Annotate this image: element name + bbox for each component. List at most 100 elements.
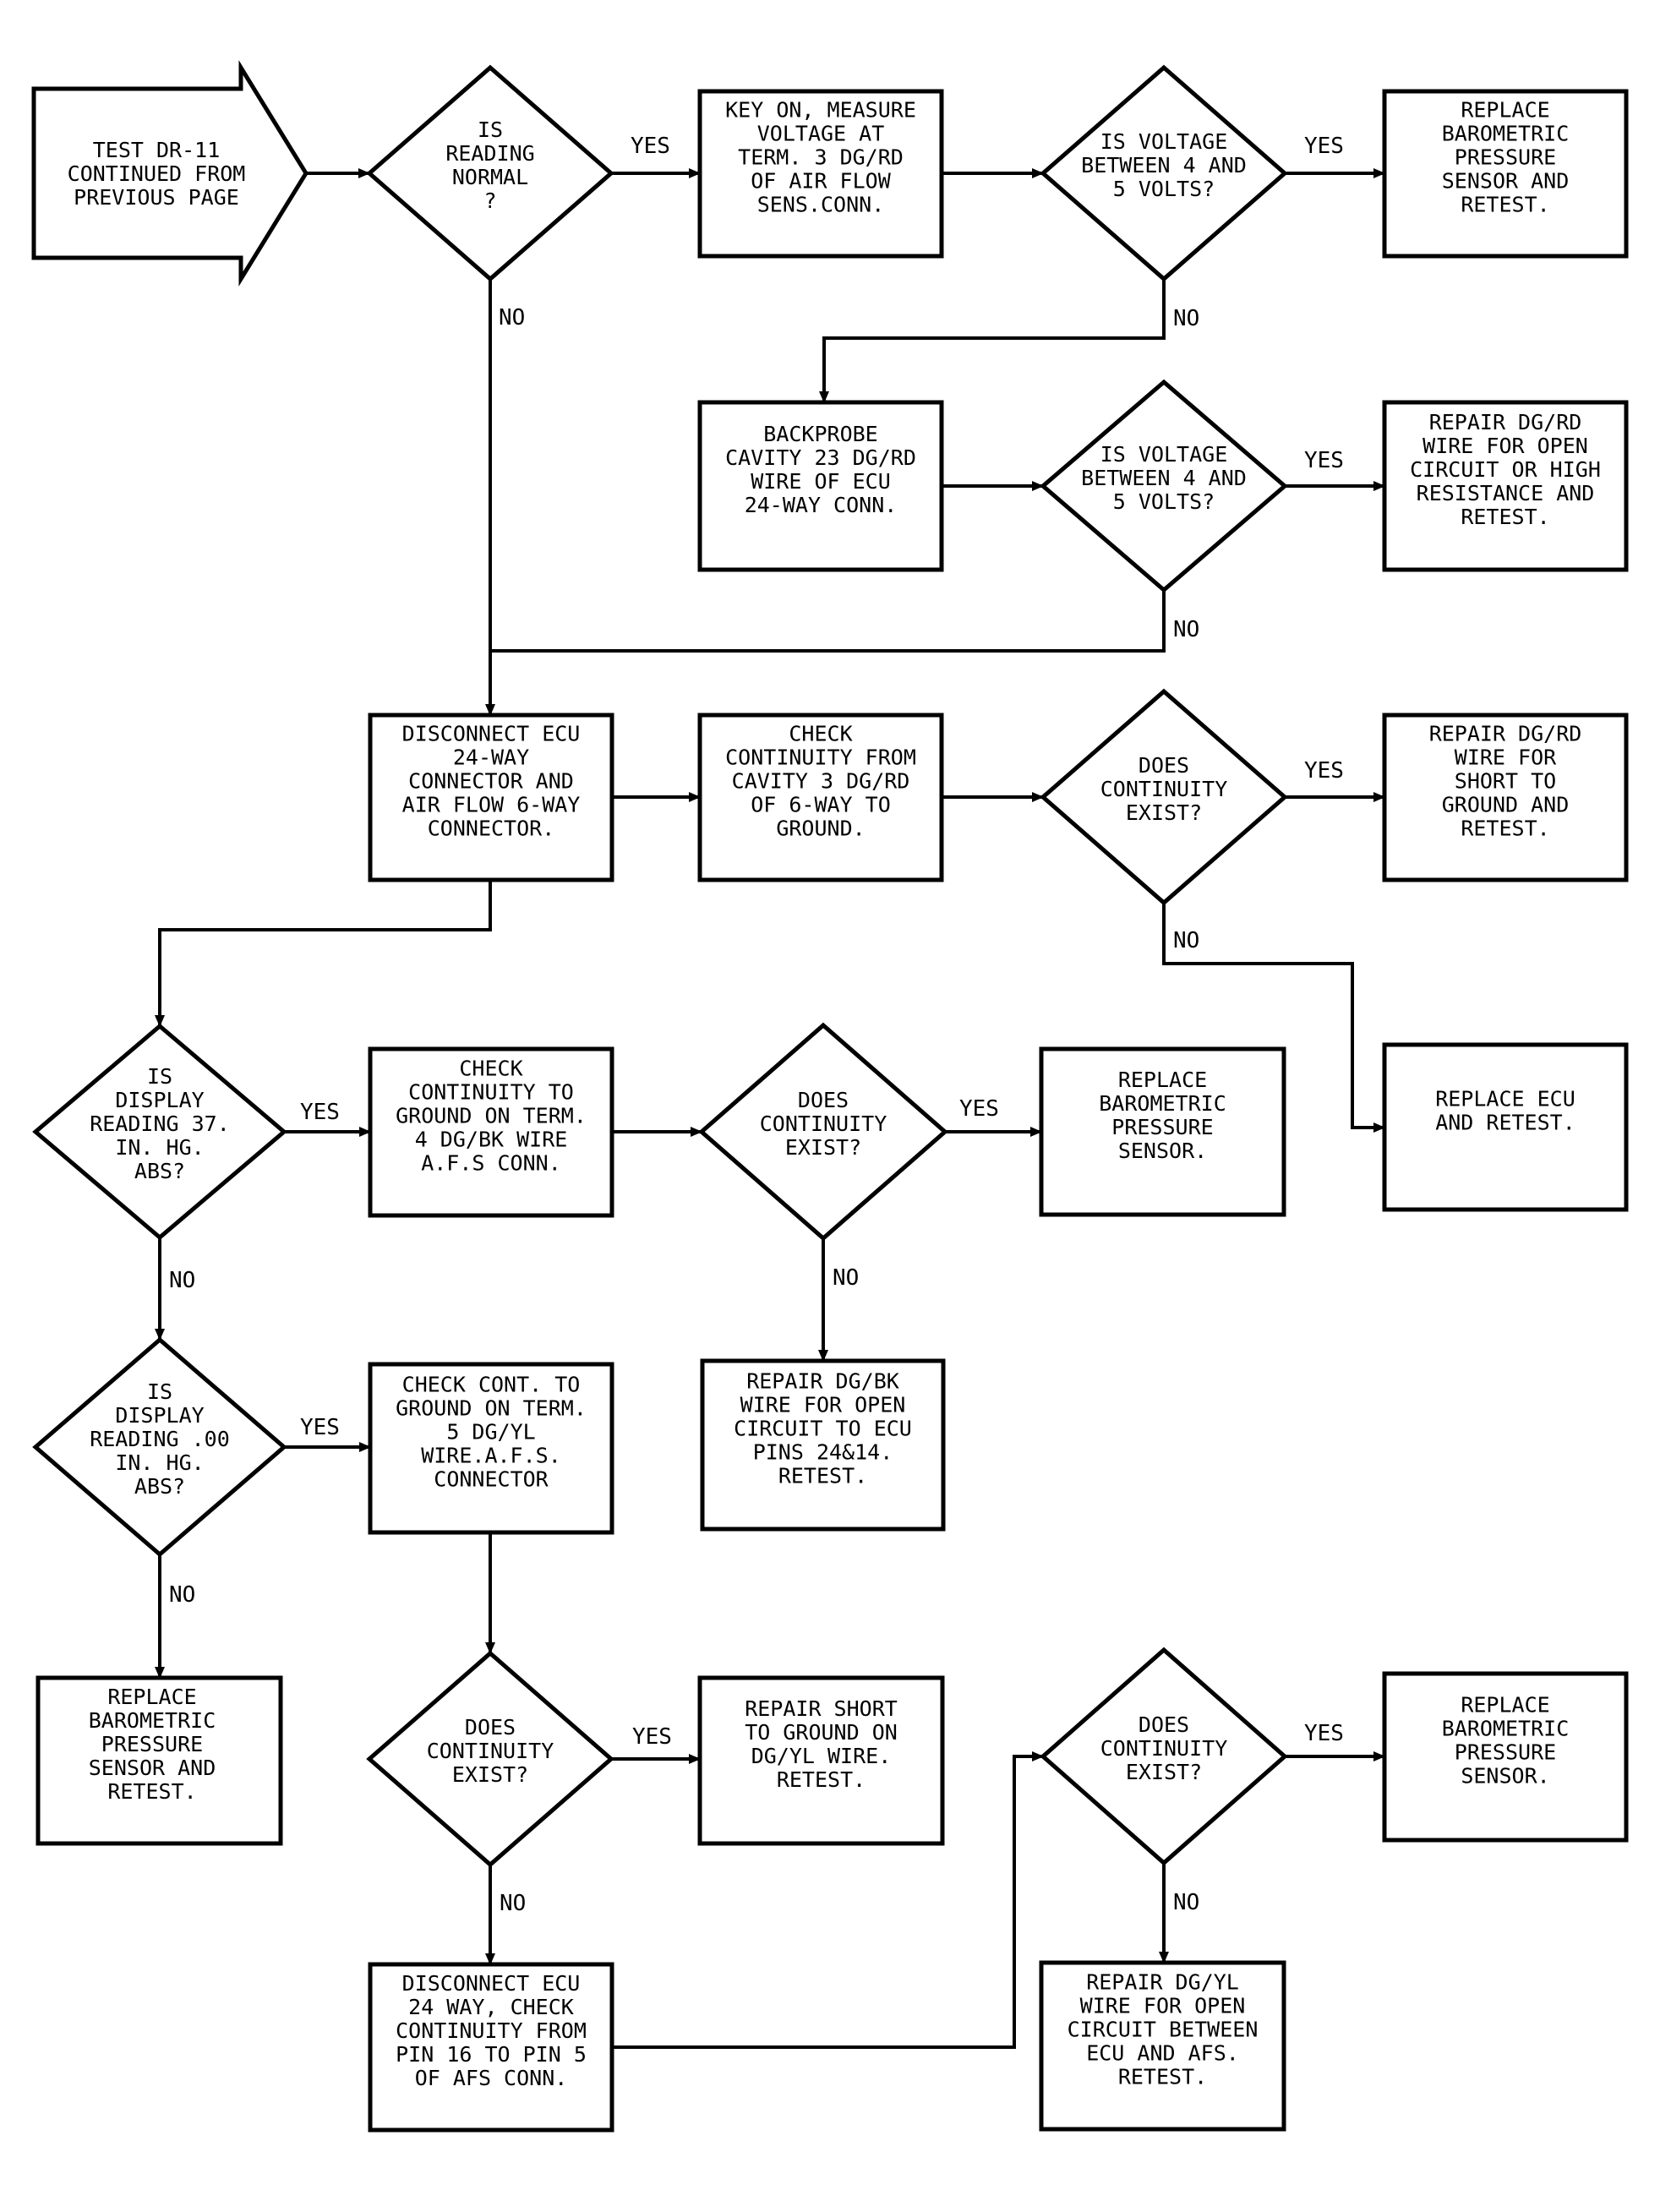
box-key-on-line: OF AIR FLOW: [751, 169, 892, 194]
box-replace-baro-4-line: BAROMETRIC: [1442, 1717, 1570, 1741]
box-disconnect-ecu-1-line: CONNECTOR.: [428, 817, 555, 841]
decision-diamond: [698, 1022, 948, 1242]
box-repair-dgbk-line: PINS 24&14.: [753, 1440, 893, 1465]
connector-line: [1162, 903, 1385, 1133]
decision-reading-normal-line: IS: [478, 117, 503, 142]
box-repair-open-high-line: WIRE FOR OPEN: [1423, 434, 1588, 458]
box-check-cavity3-line: CHECK: [789, 722, 852, 746]
box-backprobe-line: BACKPROBE: [763, 422, 877, 446]
process-box: [368, 1962, 614, 2133]
box-check-term5-line: GROUND ON TERM.: [396, 1396, 587, 1421]
decision-continuity-3-line: EXIST?: [452, 1762, 528, 1787]
process-box: [368, 713, 614, 882]
no-label: NO: [1173, 1890, 1199, 1915]
box-replace-baro-3-line: REPLACE: [107, 1685, 196, 1709]
box-repair-open-high-line: CIRCUIT OR HIGH: [1410, 457, 1601, 482]
decision-display-00-line: DISPLAY: [115, 1403, 204, 1428]
connector-line: [819, 279, 1166, 403]
box-repair-dgbk-line: CIRCUIT TO ECU: [734, 1417, 912, 1441]
decision-display-00-line: READING .00: [90, 1427, 230, 1451]
decision-reading-normal-line: NORMAL: [452, 165, 528, 189]
box-check-term4-line: A.F.S CONN.: [421, 1151, 561, 1176]
box-repair-short-dgyl-line: REPAIR SHORT: [745, 1696, 898, 1721]
decision-voltage-2-line: IS VOLTAGE: [1100, 442, 1228, 467]
decision-continuity-1-line: DOES: [1139, 753, 1189, 778]
connector-line: [485, 590, 1166, 716]
box-replace-baro-4-line: SENSOR.: [1461, 1764, 1549, 1789]
process-box: [1382, 1042, 1629, 1212]
box-check-term4-line: 4 DG/BK WIRE: [415, 1128, 568, 1152]
box-key-on-line: VOLTAGE AT: [757, 122, 885, 146]
box-disconnect-ecu-1-line: 24-WAY: [453, 746, 529, 770]
box-disconnect-ecu-2-line: PIN 16 TO PIN 5: [396, 2042, 587, 2067]
no-label: NO: [1173, 928, 1199, 953]
box-check-cavity3-line: CAVITY 3 DG/RD: [732, 769, 910, 794]
yes-label: YES: [1304, 758, 1344, 784]
decision-display-37-line: DISPLAY: [115, 1088, 204, 1112]
process-box: [700, 1358, 946, 1532]
decision-reading-normal-line: ?: [483, 188, 496, 213]
decision-voltage-1-line: BETWEEN 4 AND: [1081, 153, 1247, 178]
process-box: [1382, 89, 1629, 259]
decision-display-37-line: ABS?: [134, 1159, 185, 1183]
box-check-term5-line: CONNECTOR: [434, 1467, 549, 1492]
box-repair-open-high-line: REPAIR DG/RD: [1429, 410, 1582, 434]
box-replace-baro-3-line: BAROMETRIC: [89, 1708, 216, 1733]
process-box: [697, 400, 944, 572]
yes-label: YES: [632, 1724, 672, 1750]
box-repair-open-high-line: RETEST.: [1461, 505, 1549, 529]
box-disconnect-ecu-2-line: 24 WAY, CHECK: [408, 1995, 574, 2019]
box-check-term5-line: CHECK CONT. TO: [402, 1373, 581, 1397]
decision-voltage-2-line: 5 VOLTS?: [1113, 489, 1215, 514]
yes-label: YES: [300, 1415, 340, 1440]
decision-voltage-2-line: BETWEEN 4 AND: [1081, 466, 1247, 490]
box-repair-dgyl-open-line: WIRE FOR OPEN: [1080, 1994, 1246, 2018]
process-box: [368, 1046, 614, 1218]
box-check-term5-line: WIRE.A.F.S.: [421, 1444, 561, 1468]
box-repair-dgbk-line: REPAIR DG/BK: [746, 1369, 899, 1394]
decision-continuity-2-line: EXIST?: [785, 1135, 861, 1160]
no-label: NO: [1173, 617, 1199, 642]
box-replace-baro-2-line: SENSOR.: [1118, 1139, 1207, 1163]
decision-continuity-3-line: CONTINUITY: [427, 1739, 554, 1763]
box-replace-baro-2-line: PRESSURE: [1111, 1115, 1213, 1139]
box-repair-short-ground-line: SHORT TO: [1455, 769, 1556, 794]
start-line: TEST DR-11: [93, 138, 221, 162]
box-repair-short-dgyl-line: DG/YL WIRE.: [751, 1744, 892, 1768]
decision-display-00-line: IS: [147, 1379, 172, 1404]
decision-continuity-1-line: CONTINUITY: [1100, 777, 1228, 801]
no-label: NO: [499, 305, 525, 330]
decision-continuity-1-line: EXIST?: [1126, 800, 1202, 825]
process-box: [1382, 1671, 1629, 1843]
process-box: [1039, 1960, 1286, 2132]
box-replace-baro-1-line: SENSOR AND: [1442, 169, 1570, 194]
yes-label: YES: [1304, 448, 1344, 473]
box-disconnect-ecu-2-line: CONTINUITY FROM: [396, 2018, 587, 2043]
box-replace-baro-4-line: PRESSURE: [1455, 1740, 1556, 1765]
no-label: NO: [169, 1268, 195, 1293]
box-repair-short-ground-line: WIRE FOR: [1455, 746, 1557, 770]
box-backprobe-line: 24-WAY CONN.: [745, 493, 898, 517]
box-replace-baro-1-line: PRESSURE: [1455, 145, 1556, 170]
connector-line: [155, 279, 492, 1027]
decision-display-37-line: IN. HG.: [115, 1135, 204, 1160]
box-replace-baro-2-line: BAROMETRIC: [1099, 1091, 1226, 1116]
